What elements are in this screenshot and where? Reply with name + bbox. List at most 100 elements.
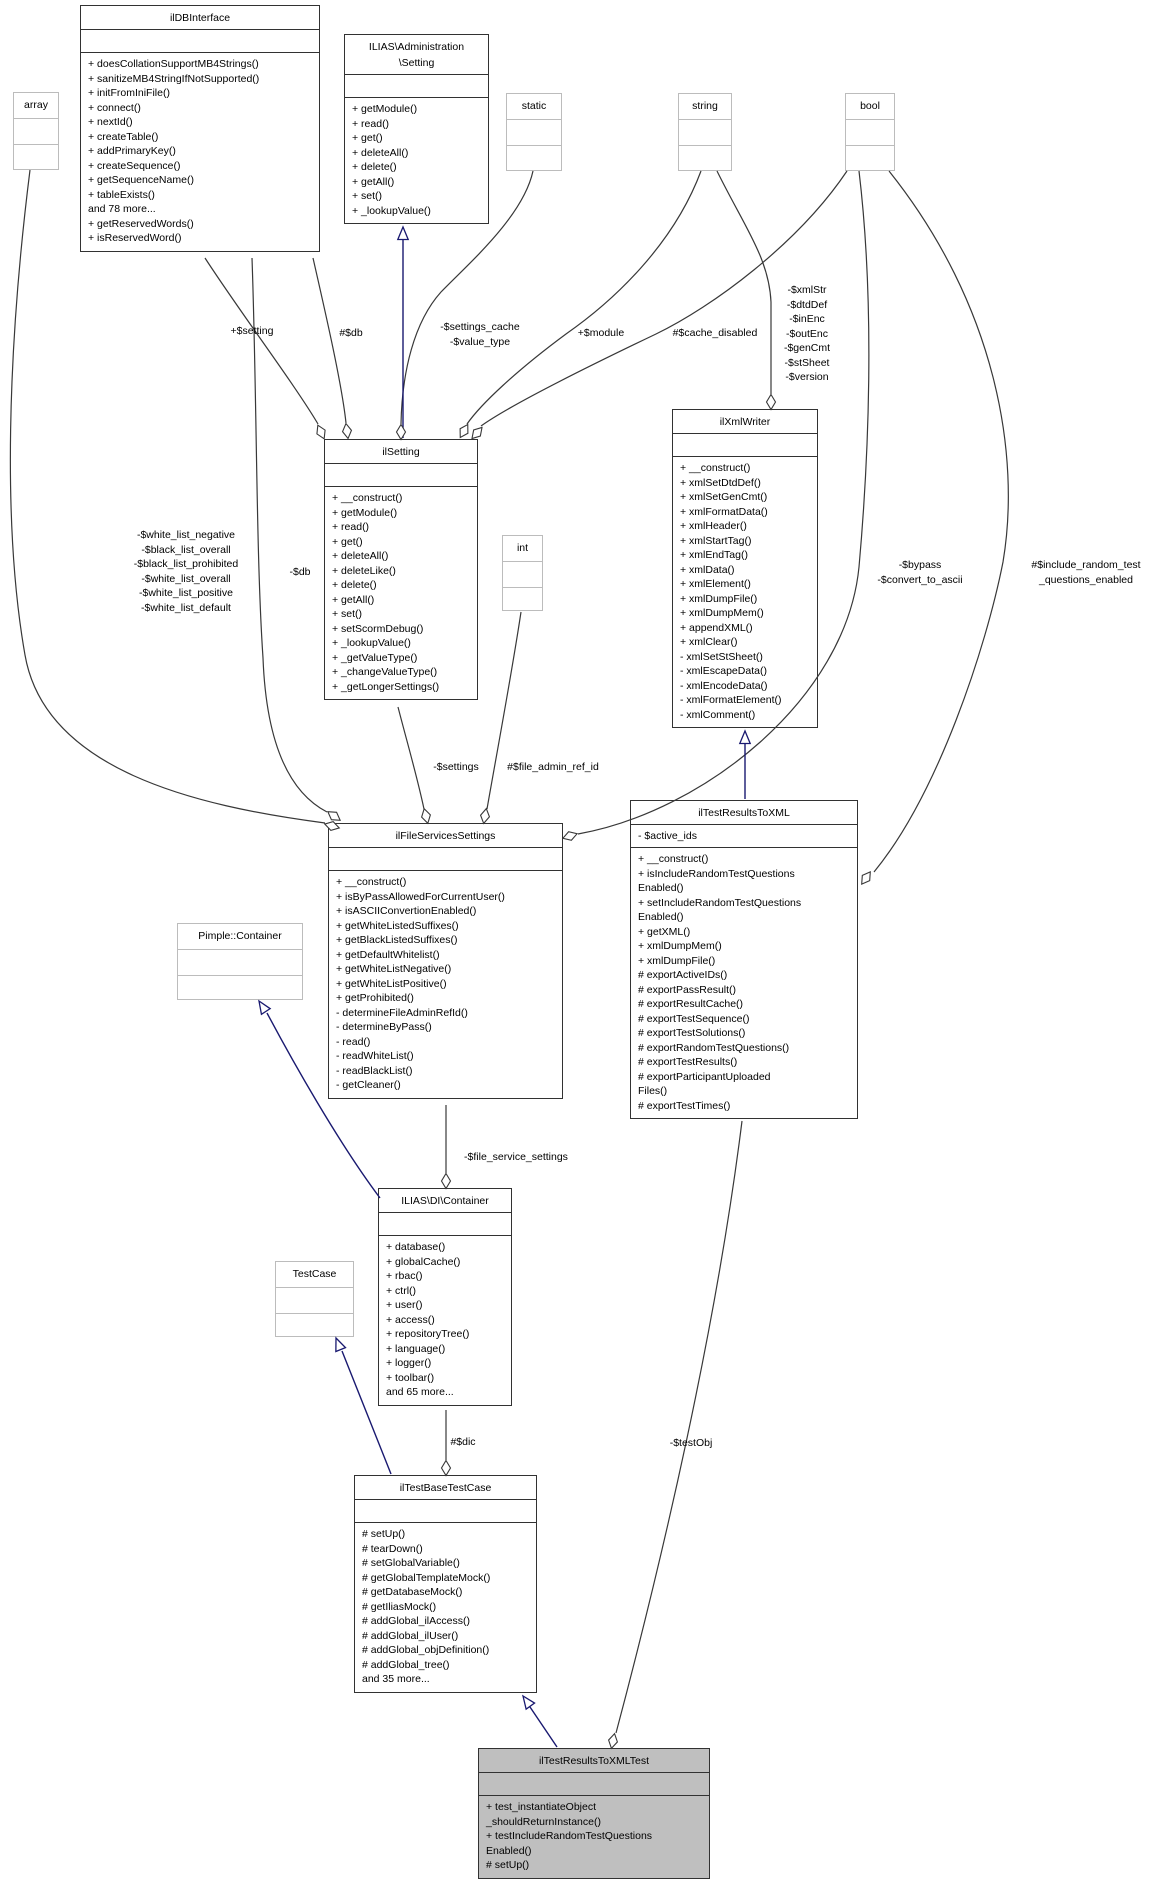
attributes-compartment bbox=[345, 75, 488, 98]
class-method: + sanitizeMB4StringIfNotSupported() bbox=[88, 72, 260, 85]
class-method: + isByPassAllowedForCurrentUser() bbox=[336, 890, 505, 903]
methods-compartment: + getModule()+ read()+ get()+ deleteAll(… bbox=[345, 98, 488, 223]
class-ilias-administration-setting[interactable]: ILIAS\Administration\Setting+ getModule(… bbox=[344, 34, 489, 224]
class-pimple-container[interactable]: Pimple::Container bbox=[177, 923, 303, 1000]
class-ilxmlwriter[interactable]: ilXmlWriter+ __construct()+ xmlSetDtdDef… bbox=[672, 409, 818, 728]
class-title: ilTestResultsToXMLTest bbox=[479, 1749, 709, 1773]
class-method: - determineFileAdminRefId() bbox=[336, 1006, 468, 1019]
edge-label-line: #$file_admin_ref_id bbox=[507, 761, 599, 773]
edge-label-line: -$settings_cache bbox=[440, 321, 520, 333]
class-method: + xmlDumpMem() bbox=[638, 940, 722, 952]
inheritance-edge bbox=[529, 1706, 558, 1748]
usage-edge bbox=[615, 1120, 743, 1734]
class-static[interactable]: static bbox=[506, 93, 562, 171]
edge-label-line: -$db bbox=[289, 566, 311, 578]
class-method: + __construct() bbox=[332, 492, 403, 504]
class-string[interactable]: string bbox=[678, 93, 732, 171]
class-method: + getProhibited() bbox=[336, 992, 414, 1004]
class-ilias-di-container[interactable]: ILIAS\DI\Container+ database()+ globalCa… bbox=[378, 1188, 512, 1406]
class-method: + _lookupValue() bbox=[332, 637, 411, 649]
class-method: + getDefaultWhitelist() bbox=[336, 948, 440, 961]
class-method: + __construct() bbox=[680, 462, 751, 474]
class-title-line: ILIAS\Administration bbox=[368, 41, 465, 53]
class-method: + xmlSetGenCmt() bbox=[680, 491, 768, 503]
class-title: static bbox=[507, 94, 561, 119]
class-method: + isIncludeRandomTestQuestions bbox=[638, 867, 795, 880]
class-method: + createTable() bbox=[88, 130, 159, 143]
class-method: + xmlStartTag() bbox=[680, 534, 752, 547]
class-method: + testIncludeRandomTestQuestions bbox=[486, 1830, 653, 1842]
attributes-compartment bbox=[379, 1213, 511, 1236]
class-testcase[interactable]: TestCase bbox=[275, 1261, 354, 1337]
class-method: + getWhiteListPositive() bbox=[336, 977, 447, 990]
class-title-line: ilTestBaseTestCase bbox=[399, 1482, 492, 1494]
class-method: + getXML() bbox=[638, 925, 691, 938]
empty-compartment bbox=[503, 561, 542, 587]
edge-label-line: #$include_random_test bbox=[1031, 559, 1141, 571]
edge-label-line: -$xmlStr bbox=[787, 284, 827, 296]
class-ilfileservicessettings[interactable]: ilFileServicesSettings+ __construct()+ i… bbox=[328, 823, 563, 1099]
edge-label-line: -$inEnc bbox=[789, 313, 825, 325]
class-method: + getWhiteListedSuffixes() bbox=[336, 919, 459, 932]
class-title: ILIAS\DI\Container bbox=[379, 1189, 511, 1213]
class-method: + database() bbox=[386, 1241, 446, 1253]
class-ilsetting[interactable]: ilSetting+ __construct()+ getModule()+ r… bbox=[324, 439, 478, 700]
class-title-line: ilTestResultsToXMLTest bbox=[538, 1755, 650, 1767]
inheritance-arrow-icon bbox=[522, 1694, 536, 1711]
edge-label-line: +$setting bbox=[230, 325, 274, 337]
edge-label-line: -$version bbox=[785, 371, 829, 383]
class-method: # exportActiveIDs() bbox=[638, 969, 728, 981]
class-method: - xmlEncodeData() bbox=[680, 679, 768, 692]
class-title: ilXmlWriter bbox=[673, 410, 817, 434]
class-title: ilDBInterface bbox=[81, 6, 319, 30]
edge-label-line: -$white_list_negative bbox=[136, 529, 236, 541]
class-method: Enabled() bbox=[638, 882, 684, 894]
edge-label: +$module bbox=[578, 326, 624, 341]
class-method: # setUp() bbox=[486, 1859, 530, 1871]
methods-compartment: + __construct()+ isByPassAllowedForCurre… bbox=[329, 871, 562, 1098]
class-method: # exportPassResult() bbox=[638, 983, 737, 996]
class-method: + rbac() bbox=[386, 1270, 423, 1282]
class-iltestbasetestcase[interactable]: ilTestBaseTestCase# setUp()# tearDown()#… bbox=[354, 1475, 537, 1693]
class-method: + getReservedWords() bbox=[88, 217, 194, 230]
usage-edge bbox=[251, 257, 328, 813]
class-ildbinterface[interactable]: ilDBInterface+ doesCollationSupportMB4St… bbox=[80, 5, 320, 252]
aggregation-diamond-icon bbox=[561, 831, 579, 841]
class-method: # exportRandomTestQuestions() bbox=[638, 1041, 790, 1054]
class-method: + createSequence() bbox=[88, 159, 181, 172]
edge-label-line: -$testObj bbox=[669, 1437, 713, 1449]
class-method: + get() bbox=[332, 535, 363, 548]
usage-edge bbox=[397, 706, 425, 810]
class-iltestresultstoxml[interactable]: ilTestResultsToXML- $active_ids+ __const… bbox=[630, 800, 858, 1119]
class-method: + _lookupValue() bbox=[352, 204, 431, 217]
empty-compartment bbox=[846, 145, 894, 170]
class-method: + xmlHeader() bbox=[680, 520, 747, 532]
edge-label-line: +$module bbox=[577, 327, 625, 339]
class-method: + getModule() bbox=[332, 506, 398, 519]
class-method: - xmlSetStSheet() bbox=[680, 650, 763, 663]
class-bool[interactable]: bool bbox=[845, 93, 895, 171]
edge-label-line: -$stSheet bbox=[784, 356, 830, 369]
class-int[interactable]: int bbox=[502, 535, 543, 611]
class-title: ilSetting bbox=[325, 440, 477, 464]
class-iltestresultstoxmltest[interactable]: ilTestResultsToXMLTest+ test_instantiate… bbox=[478, 1748, 710, 1879]
class-method: - readBlackList() bbox=[336, 1064, 413, 1077]
class-method: + _getLongerSettings() bbox=[332, 680, 440, 693]
aggregation-diamond-icon bbox=[459, 423, 469, 439]
class-method: # setUp() bbox=[362, 1528, 406, 1540]
class-method: + xmlDumpFile() bbox=[638, 954, 716, 967]
edge-label-line: #$dic bbox=[450, 1436, 476, 1448]
attributes-compartment: - $active_ids bbox=[631, 825, 857, 848]
edge-label-line: -$value_type bbox=[449, 335, 511, 348]
edge-label-line: -$genCmt bbox=[783, 342, 831, 354]
class-method: + __construct() bbox=[638, 853, 709, 865]
empty-compartment bbox=[276, 1313, 353, 1336]
class-method: # getGlobalTemplateMock() bbox=[362, 1571, 491, 1584]
class-array[interactable]: array bbox=[13, 92, 59, 170]
class-method: + logger() bbox=[386, 1357, 432, 1369]
class-method: Files() bbox=[638, 1085, 668, 1097]
aggregation-diamond-icon bbox=[341, 422, 353, 440]
class-title-line: TestCase bbox=[292, 1268, 337, 1280]
class-method: + nextId() bbox=[88, 116, 133, 128]
